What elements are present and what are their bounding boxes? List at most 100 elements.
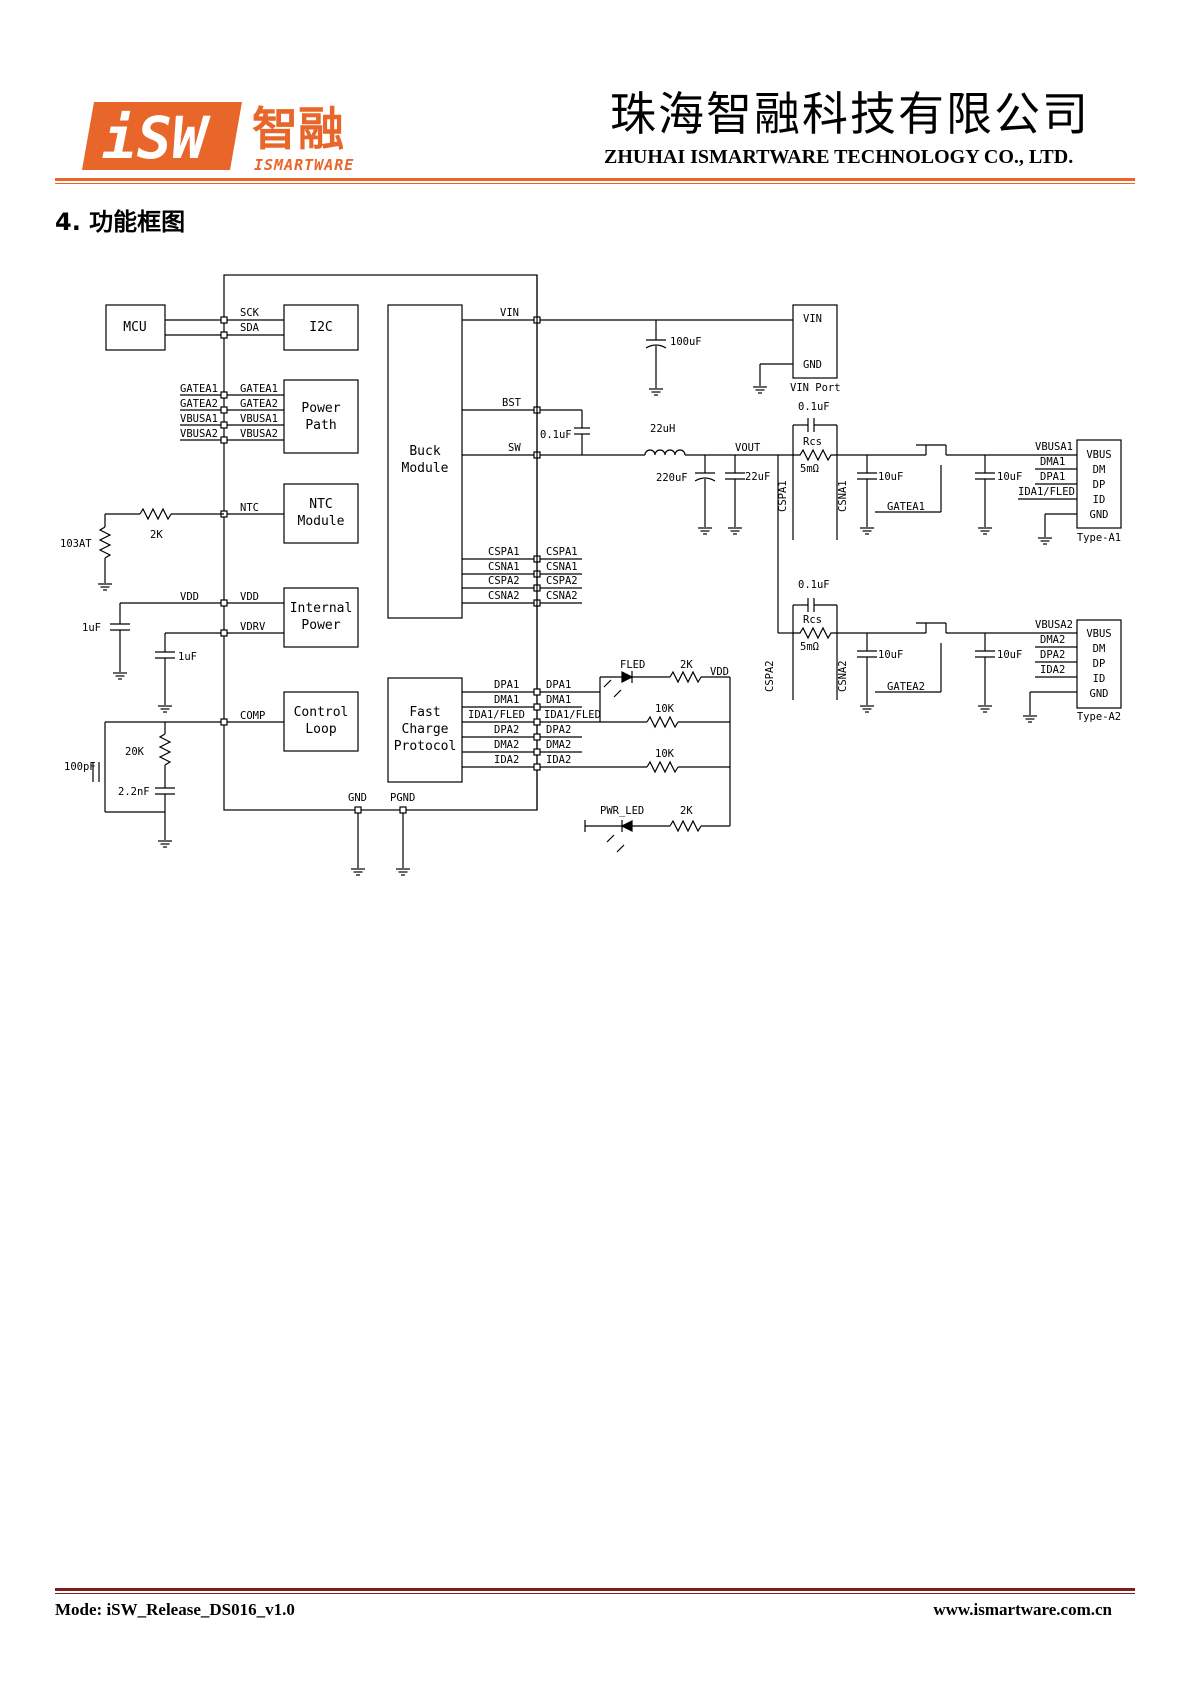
vbusa2-net: VBUSA2 — [1035, 619, 1073, 631]
fast-charge-label-1: Fast — [409, 705, 440, 720]
gatea2-net: GATEA2 — [887, 681, 925, 693]
pin-gnd: GND — [348, 792, 367, 804]
header-rule-thin — [55, 183, 1135, 184]
website-url[interactable]: www.ismartware.com.cn — [933, 1600, 1112, 1619]
type-a2-gnd: GND — [1090, 688, 1109, 700]
dpa1-net: DPA1 — [1040, 471, 1065, 483]
pin-csna2-in: CSNA2 — [488, 590, 520, 602]
type-a2-dm: DM — [1093, 643, 1106, 655]
pin-sda: SDA — [240, 322, 260, 334]
l-22uh-value: 22uH — [650, 423, 675, 435]
pin-cspa2-in: CSPA2 — [488, 575, 520, 587]
c-bst-value: 0.1uF — [540, 429, 572, 441]
pin-vdrv: VDRV — [240, 621, 266, 633]
pin-csna1-in: CSNA1 — [488, 561, 520, 573]
logo-en: ISMARTWARE — [254, 156, 354, 174]
type-a1-dp: DP — [1093, 479, 1106, 491]
pin-csna2-out: CSNA2 — [546, 590, 578, 602]
pin-ida2-out: IDA2 — [546, 754, 571, 766]
fast-charge-label-2: Charge — [402, 722, 449, 737]
ntc-label-1: NTC — [309, 497, 332, 512]
c-rcs1-value: 0.1uF — [798, 401, 830, 413]
ext-gatea2: GATEA2 — [180, 398, 218, 410]
pin-comp: COMP — [240, 710, 265, 722]
vbusa1-net: VBUSA1 — [1035, 441, 1073, 453]
type-a1-dm: DM — [1093, 464, 1106, 476]
pin-bst: BST — [502, 397, 522, 409]
pin-gatea2: GATEA2 — [240, 398, 278, 410]
pin-cspa2-out: CSPA2 — [546, 575, 578, 587]
dma1-net: DMA1 — [1040, 456, 1065, 468]
type-a1-id: ID — [1093, 494, 1106, 506]
csna1-net: CSNA1 — [837, 480, 849, 512]
c-rcs2-value: 0.1uF — [798, 579, 830, 591]
dpa2-net: DPA2 — [1040, 649, 1065, 661]
pin-ida1-out: IDA1/FLED — [544, 709, 601, 721]
company-logo: iSW 智融 ISMARTWARE — [82, 100, 422, 180]
power-path-label-2: Path — [305, 418, 336, 433]
mcu-block — [105, 304, 166, 351]
footer-rule — [55, 1588, 1135, 1591]
c-10uf-2b-value: 10uF — [997, 649, 1022, 661]
type-a2-vbus: VBUS — [1086, 628, 1111, 640]
vin-port-vin: VIN — [803, 313, 822, 325]
pin-sw: SW — [508, 442, 521, 454]
pin-dma2-out: DMA2 — [546, 739, 571, 751]
company-name-en: ZHUHAI ISMARTWARE TECHNOLOGY CO., LTD. — [604, 146, 1074, 168]
buck-label-1: Buck — [409, 444, 440, 459]
r-ntc-value: 2K — [150, 529, 163, 541]
pin-dma2-in: DMA2 — [494, 739, 519, 751]
ext-gatea1: GATEA1 — [180, 383, 218, 395]
pin-cspa1-out: CSPA1 — [546, 546, 578, 558]
functional-block-diagram: MCU I2C Power Path NTC Module Internal P… — [60, 274, 1122, 876]
pin-ida2-in: IDA2 — [494, 754, 519, 766]
type-a2-port — [1076, 619, 1122, 709]
pin-dpa1-out: DPA1 — [546, 679, 571, 691]
dma2-net: DMA2 — [1040, 634, 1065, 646]
cspa1-net: CSPA1 — [777, 480, 789, 512]
c-comp-value: 100pF — [64, 761, 96, 773]
pin-ida1-in: IDA1/FLED — [468, 709, 525, 721]
ic-outline — [223, 274, 538, 811]
internal-power-label-2: Power — [301, 618, 340, 633]
section-title: 4. 功能框图 — [55, 208, 186, 236]
internal-power-label-1: Internal — [290, 601, 353, 616]
i2c-block — [283, 304, 359, 351]
cspa2-net: CSPA2 — [764, 660, 776, 692]
vout-net: VOUT — [735, 442, 761, 454]
rcs2-label: Rcs — [803, 614, 822, 626]
pin-dpa1-in: DPA1 — [494, 679, 519, 691]
fled-label: FLED — [620, 659, 645, 671]
type-a1-vbus: VBUS — [1086, 449, 1111, 461]
pin-ntc: NTC — [240, 502, 259, 514]
ntc-thermistor: 103AT — [60, 538, 92, 550]
rcs1-label: Rcs — [803, 436, 822, 448]
c-10uf-1a-value: 10uF — [878, 471, 903, 483]
ext-vbusa2: VBUSA2 — [180, 428, 218, 440]
type-a2-label: Type-A2 — [1077, 711, 1121, 723]
pin-gatea1: GATEA1 — [240, 383, 278, 395]
mcu-label: MCU — [123, 320, 146, 335]
i2c-label: I2C — [309, 320, 332, 335]
r-10k-1-value: 10K — [655, 703, 675, 715]
pwr-led-label: PWR_LED — [600, 805, 644, 817]
buck-label-2: Module — [402, 461, 449, 476]
r-fled-value: 2K — [680, 659, 693, 671]
vdd-net: VDD — [710, 666, 729, 678]
pin-cspa1-in: CSPA1 — [488, 546, 520, 558]
c-10uf-2a-value: 10uF — [878, 649, 903, 661]
vin-port-gnd: GND — [803, 359, 822, 371]
c-comp2-value: 2.2nF — [118, 786, 150, 798]
vin-port — [792, 304, 838, 379]
ntc-label-2: Module — [298, 514, 345, 529]
footer-rule-thin — [55, 1593, 1135, 1594]
pin-vbusa2: VBUSA2 — [240, 428, 278, 440]
ida1-net: IDA1/FLED — [1018, 486, 1075, 498]
r-comp-value: 20K — [125, 746, 145, 758]
pin-vin: VIN — [500, 307, 519, 319]
c-vdd-value: 1uF — [82, 622, 101, 634]
c-100uf-value: 100uF — [670, 336, 702, 348]
buck-block — [387, 304, 463, 619]
control-loop-label-1: Control — [294, 705, 349, 720]
pin-vdd: VDD — [240, 591, 259, 603]
